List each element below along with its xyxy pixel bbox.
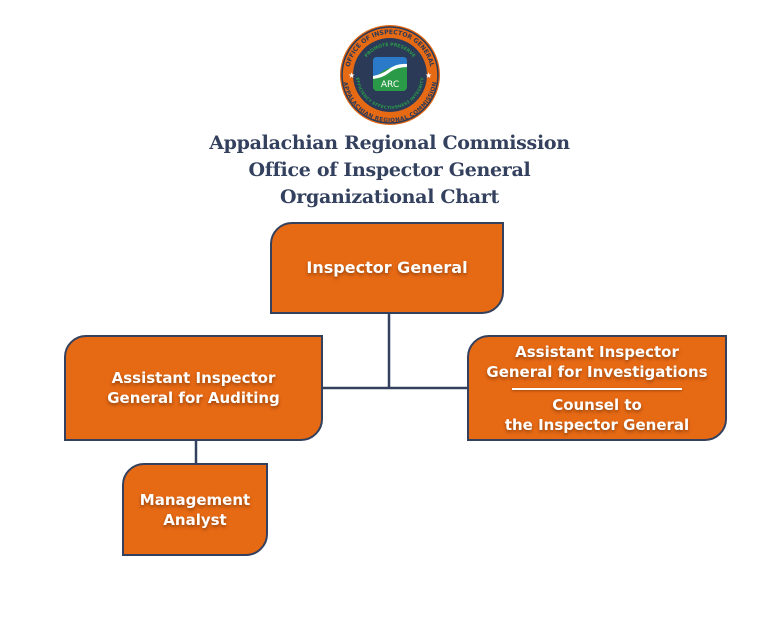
counsel-line1: Counsel to xyxy=(552,395,642,414)
inspector-general-label: Inspector General xyxy=(306,258,468,277)
arc-oig-seal-logo: OFFICE OF INSPECTOR GENERAL APPALACHIAN … xyxy=(340,25,440,125)
title-line-chart: Organizational Chart xyxy=(280,186,499,208)
aig-investigations-line1: Assistant Inspector xyxy=(515,342,679,361)
management-analyst-line1: Management xyxy=(139,490,251,509)
aig-auditing-line1: Assistant Inspector xyxy=(111,369,276,387)
chart-title: Appalachian Regional Commission Office o… xyxy=(0,130,779,211)
seal-star-right-icon: ★ xyxy=(425,71,432,80)
org-box-aig-investigations: Assistant Inspector General for Investig… xyxy=(467,335,727,441)
aig-investigations-line2: General for Investigations xyxy=(486,362,708,381)
org-box-management-analyst: Management Analyst xyxy=(122,463,268,556)
role-divider xyxy=(512,387,682,390)
title-line-organization: Appalachian Regional Commission xyxy=(209,132,570,154)
arc-badge-icon: ARC xyxy=(373,57,407,91)
counsel-line2: the Inspector General xyxy=(504,415,690,434)
seal-star-left-icon: ★ xyxy=(348,71,355,80)
org-box-aig-auditing: Assistant Inspector General for Auditing xyxy=(64,335,323,441)
management-analyst-line2: Analyst xyxy=(163,510,227,529)
seal-center-label: ARC xyxy=(381,80,399,90)
title-line-office: Office of Inspector General xyxy=(248,159,531,181)
aig-auditing-line2: General for Auditing xyxy=(107,389,280,407)
org-box-inspector-general: Inspector General xyxy=(270,222,504,314)
